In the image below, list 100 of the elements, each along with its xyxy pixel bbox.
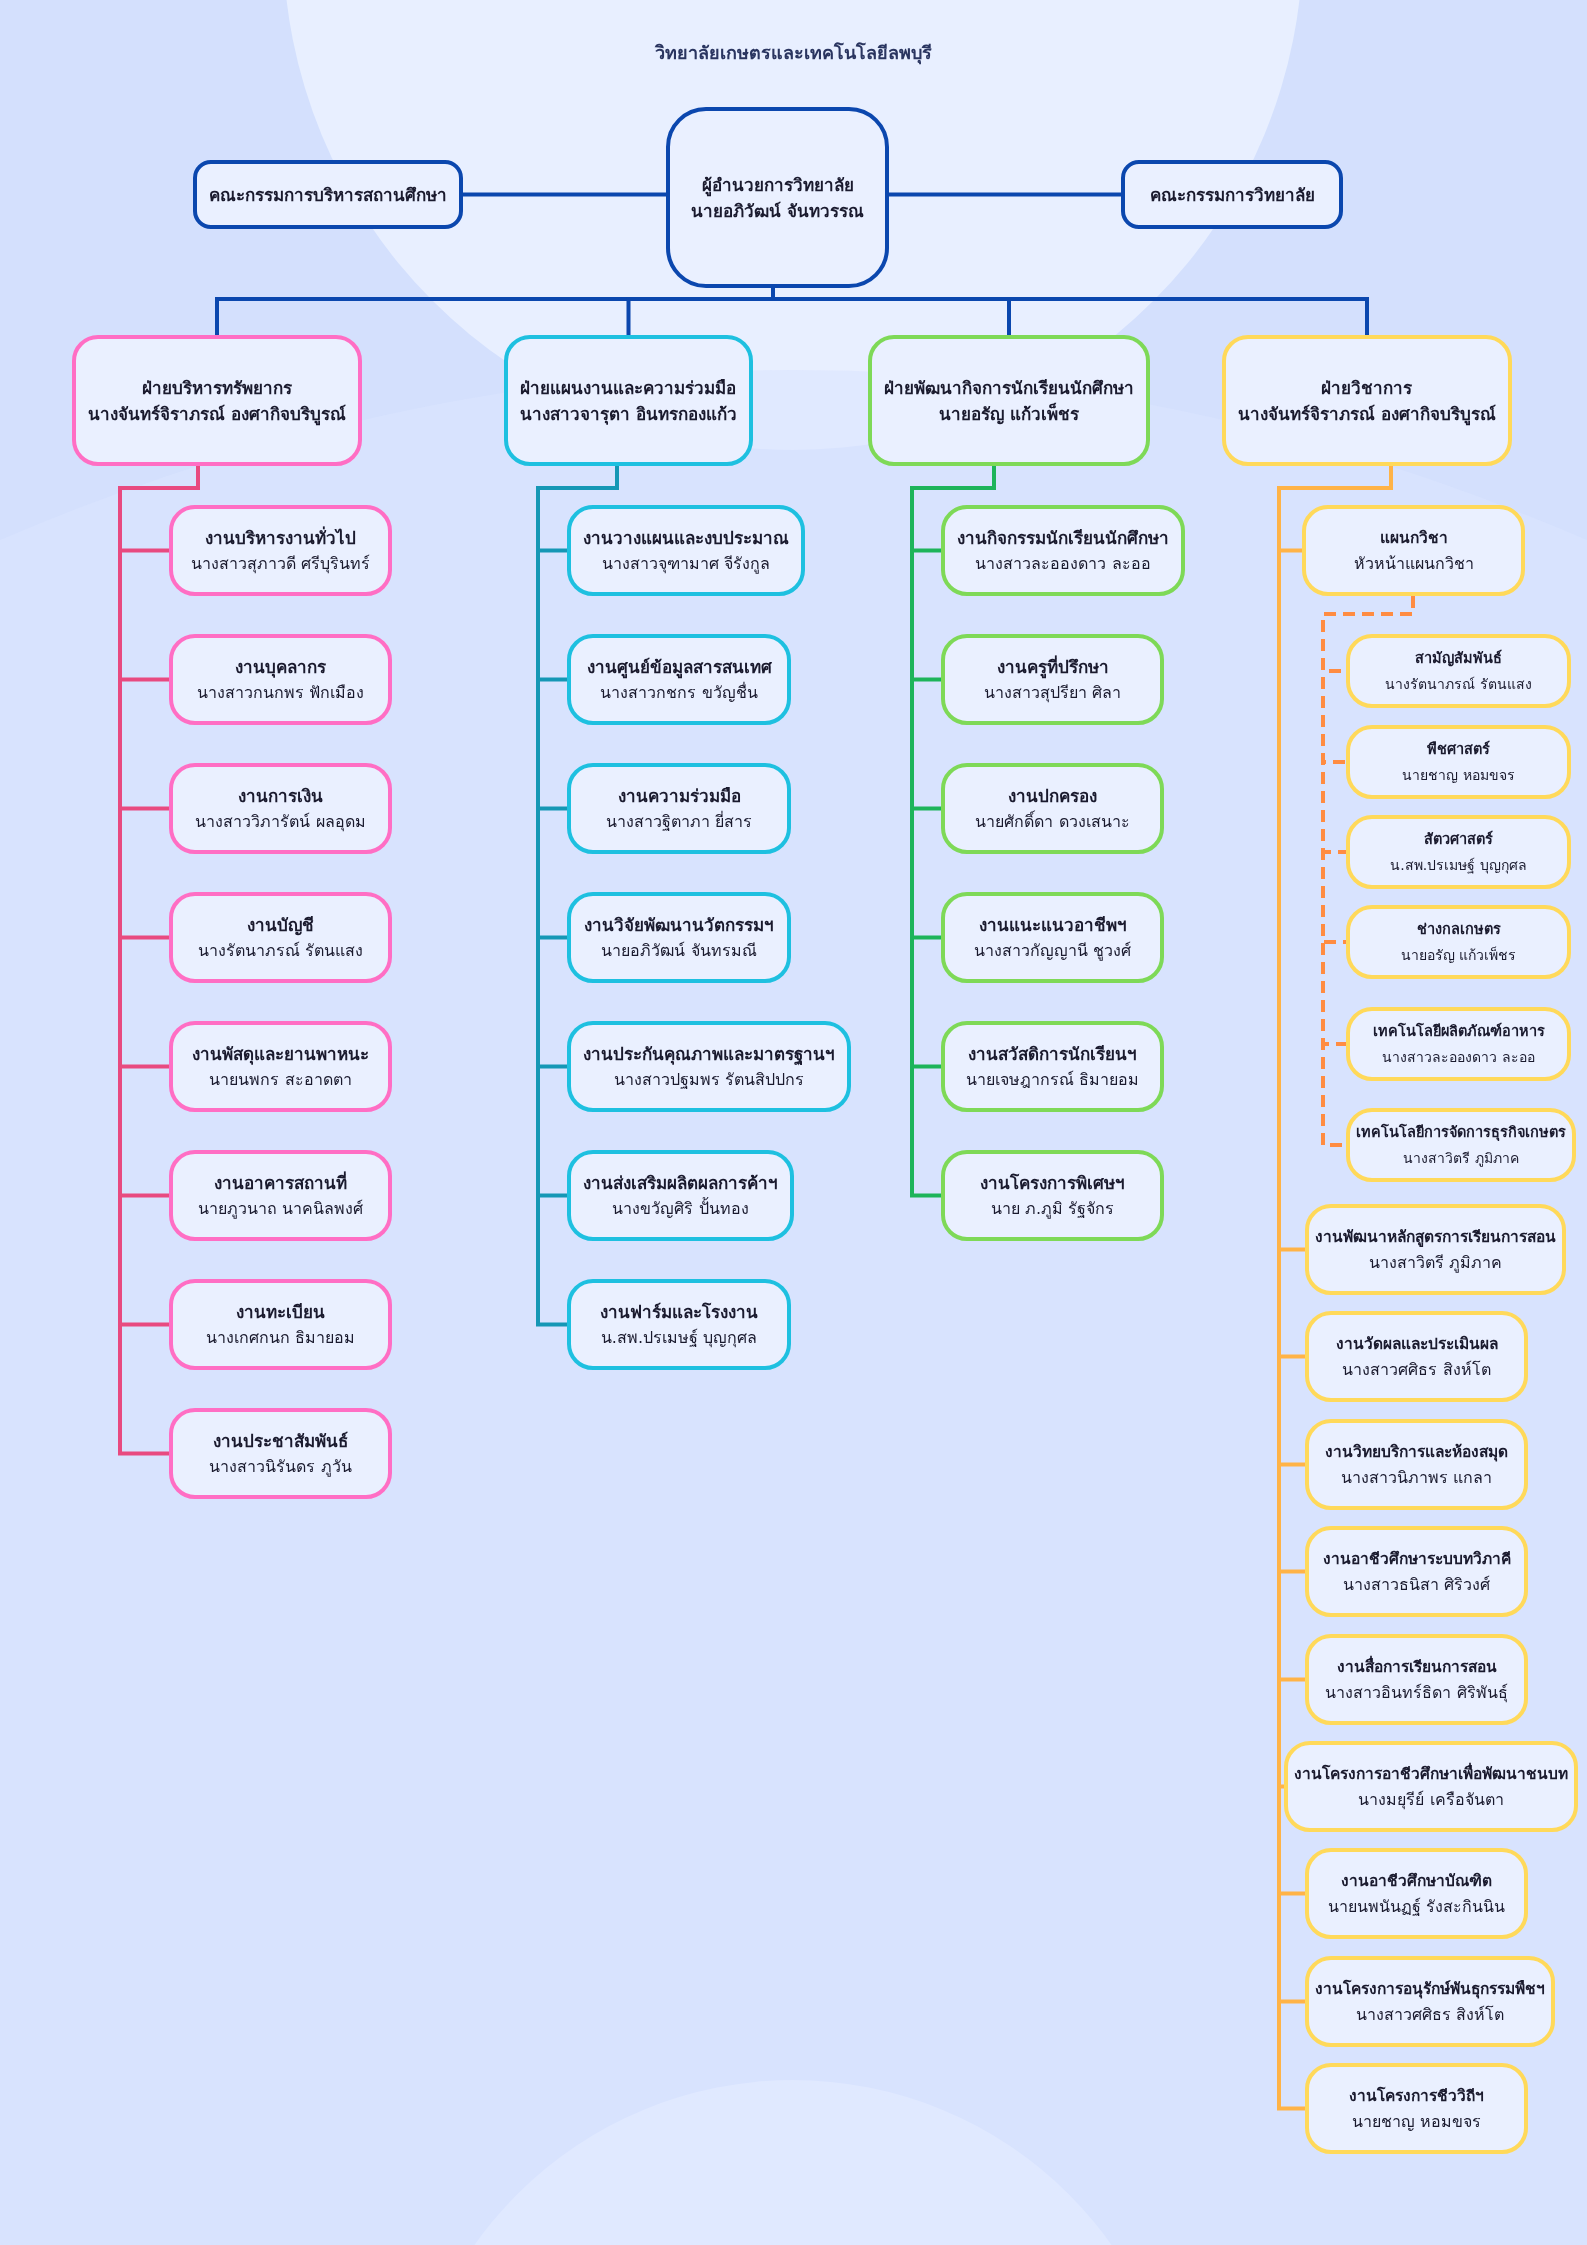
unit-name: งานส่งเสริมผลิตผลการค้าฯ xyxy=(583,1171,778,1195)
person-name: นายนพนันฏฐ์ รังสะกินนิน xyxy=(1327,1895,1506,1918)
person-name: นางสาวสุปรียา ศิลา xyxy=(983,681,1122,705)
person-name: นางขวัญศิริ ปั้นทอง xyxy=(612,1196,749,1220)
unit-name: งานประชาสัมพันธ์ xyxy=(213,1429,348,1453)
director-box xyxy=(666,107,889,288)
department-box xyxy=(1305,1419,1528,1510)
department-box xyxy=(1305,1956,1555,2047)
department-box xyxy=(567,634,791,725)
department-box xyxy=(941,1150,1164,1241)
unit-name: งานโครงการอาชีวศึกษาเพื่อพัฒนาชนบท xyxy=(1294,1761,1568,1785)
department-box xyxy=(1305,1204,1566,1295)
department-box xyxy=(567,892,791,983)
person-name: นางสาวิตรี ภูมิภาค xyxy=(1403,1149,1519,1169)
person-name: น.สพ.ปรเมษฐ์ บุญกุศล xyxy=(600,1326,758,1350)
unit-name: งานพัสดุและยานพาหนะ xyxy=(192,1042,369,1067)
unit-name: ช่างกลเกษตร xyxy=(1416,920,1501,939)
unit-name: งานวัดผลและประเมินผล xyxy=(1335,1333,1498,1355)
person-name: นายชาญ หอมขจร xyxy=(1351,2110,1482,2133)
department-box xyxy=(941,1021,1164,1112)
person-name: นายอภิวัฒน์ จันทวรรณ xyxy=(691,199,864,223)
person-name: นางสาวอินทร์ธิดา ศิริพันธุ์ xyxy=(1325,1681,1508,1705)
person-name: นางสาวฐิตาภา ยี่สาร xyxy=(605,810,753,833)
unit-name: งานบุคลากร xyxy=(235,655,326,680)
committee-box xyxy=(193,160,463,229)
unit-name: งานครูที่ปรึกษา xyxy=(996,654,1109,680)
subject-box xyxy=(1346,815,1571,889)
department-box xyxy=(567,1279,791,1370)
department-box xyxy=(169,1150,392,1241)
unit-name: ฝ่ายแผนงานและความร่วมมือ xyxy=(520,376,737,400)
unit-name: เทคโนโลยีผลิตภัณฑ์อาหาร xyxy=(1372,1021,1545,1041)
person-name: นางรัตนาภรณ์ รัตนแสง xyxy=(197,939,364,962)
unit-name: สามัญสัมพันธ์ xyxy=(1415,648,1502,669)
division-box xyxy=(1222,335,1512,466)
unit-name: งานวิทยบริการและห้องสมุด xyxy=(1325,1441,1508,1464)
department-box xyxy=(169,634,392,725)
department-box xyxy=(567,763,791,854)
department-box xyxy=(1305,1634,1528,1725)
person-name: นางจันทร์จิราภรณ์ องศากิจบริบูรณ์ xyxy=(1238,402,1496,427)
person-name: นางสาวกนกพร ฟักเมือง xyxy=(196,681,365,704)
department-box xyxy=(941,634,1164,725)
person-name: นางจันทร์จิราภรณ์ องศากิจบริบูรณ์ xyxy=(88,402,346,427)
subject-box xyxy=(1346,905,1571,979)
unit-name: งานประกันคุณภาพและมาตรฐานฯ xyxy=(583,1042,835,1067)
department-box xyxy=(1302,505,1525,596)
unit-name: งานพัฒนาหลักสูตรการเรียนการสอน xyxy=(1315,1226,1556,1249)
person-name: นางสาววิภารัตน์ ผลอุดม xyxy=(195,810,366,834)
unit-name: งานวิจัยพัฒนานวัตกรรมฯ xyxy=(584,913,774,937)
person-name: นายชาญ หอมขจร xyxy=(1402,766,1515,785)
department-box xyxy=(941,892,1164,983)
unit-name: คณะกรรมการวิทยาลัย xyxy=(1149,183,1315,207)
person-name: น.สพ.ปรเมษฐ์ บุญกุศล xyxy=(1390,856,1527,876)
unit-name: งานบริหารงานทั่วไป xyxy=(205,525,356,550)
unit-name: งานอาชีวศึกษาบัณฑิต xyxy=(1341,1870,1492,1892)
person-name: นางรัตนาภรณ์ รัตนแสง xyxy=(1385,675,1532,694)
department-box xyxy=(941,505,1185,596)
person-name: นางเกศกนก ธิมายอม xyxy=(205,1326,356,1349)
person-name: นางสาวกัญญานี ชูวงศ์ xyxy=(973,939,1132,963)
person-name: นายอรัญ แก้วเพ็ชร xyxy=(939,401,1079,427)
department-box xyxy=(169,892,392,983)
person-name: หัวหน้าแผนกวิชา xyxy=(1353,552,1474,575)
unit-name: ผู้อำนวยการวิทยาลัย xyxy=(701,173,854,198)
unit-name: คณะกรรมการบริหารสถานศึกษา xyxy=(209,183,447,207)
unit-name: งานแนะแนวอาชีพฯ xyxy=(978,913,1127,937)
person-name: นางสาวกชกร ขวัญชื่น xyxy=(600,681,758,704)
unit-name: ฝ่ายวิชาการ xyxy=(1321,376,1413,400)
unit-name: งานการเงิน xyxy=(238,784,323,808)
person-name: นายอรัญ แก้วเพ็ชร xyxy=(1400,945,1517,965)
department-box xyxy=(169,1279,392,1370)
person-name: นางสาวธนิสา ศิริวงศ์ xyxy=(1342,1573,1491,1596)
unit-name: พืชศาสตร์ xyxy=(1427,739,1490,759)
page-title: วิทยาลัยเกษตรและเทคโนโลยีลพบุรี xyxy=(655,42,932,63)
person-name: นางสาวจุฑามาศ จีรังกูล xyxy=(601,552,771,576)
unit-name: งานศูนย์ข้อมูลสารสนเทศ xyxy=(586,655,772,680)
unit-name: งานสวัสดิการนักเรียนฯ xyxy=(968,1042,1137,1066)
person-name: นางสาวิตรี ภูมิภาค xyxy=(1368,1251,1503,1275)
department-box xyxy=(169,763,392,854)
department-box xyxy=(1305,1848,1528,1939)
unit-name: งานความร่วมมือ xyxy=(617,784,741,808)
department-box xyxy=(169,505,392,596)
unit-name: แผนกวิชา xyxy=(1379,527,1448,549)
department-box xyxy=(1305,1526,1528,1617)
department-box xyxy=(169,1021,392,1112)
person-name: นางสาวละอองดาว ละออ xyxy=(975,552,1151,575)
person-name: นางสาวละอองดาว ละออ xyxy=(1382,1048,1535,1067)
subject-box xyxy=(1346,634,1571,708)
subject-box xyxy=(1346,1108,1576,1182)
unit-name: งานโครงการพิเศษฯ xyxy=(980,1171,1125,1195)
division-box xyxy=(868,335,1150,466)
department-box xyxy=(169,1408,392,1499)
person-name: นางสาวสุภาวดี ศรีบุรินทร์ xyxy=(190,552,371,576)
person-name: นายอภิวัฒน์ จันทรมณี xyxy=(601,939,757,962)
person-name: นายนพกร สะอาดตา xyxy=(209,1068,352,1091)
department-box xyxy=(567,1021,851,1112)
unit-name: งานอาคารสถานที่ xyxy=(214,1170,347,1195)
subject-box xyxy=(1346,725,1571,799)
unit-name: ฝ่ายบริหารทรัพยากร xyxy=(141,376,292,400)
department-box xyxy=(567,505,805,596)
unit-name: งานปกครอง xyxy=(1008,784,1097,808)
unit-name: งานทะเบียน xyxy=(236,1300,325,1324)
